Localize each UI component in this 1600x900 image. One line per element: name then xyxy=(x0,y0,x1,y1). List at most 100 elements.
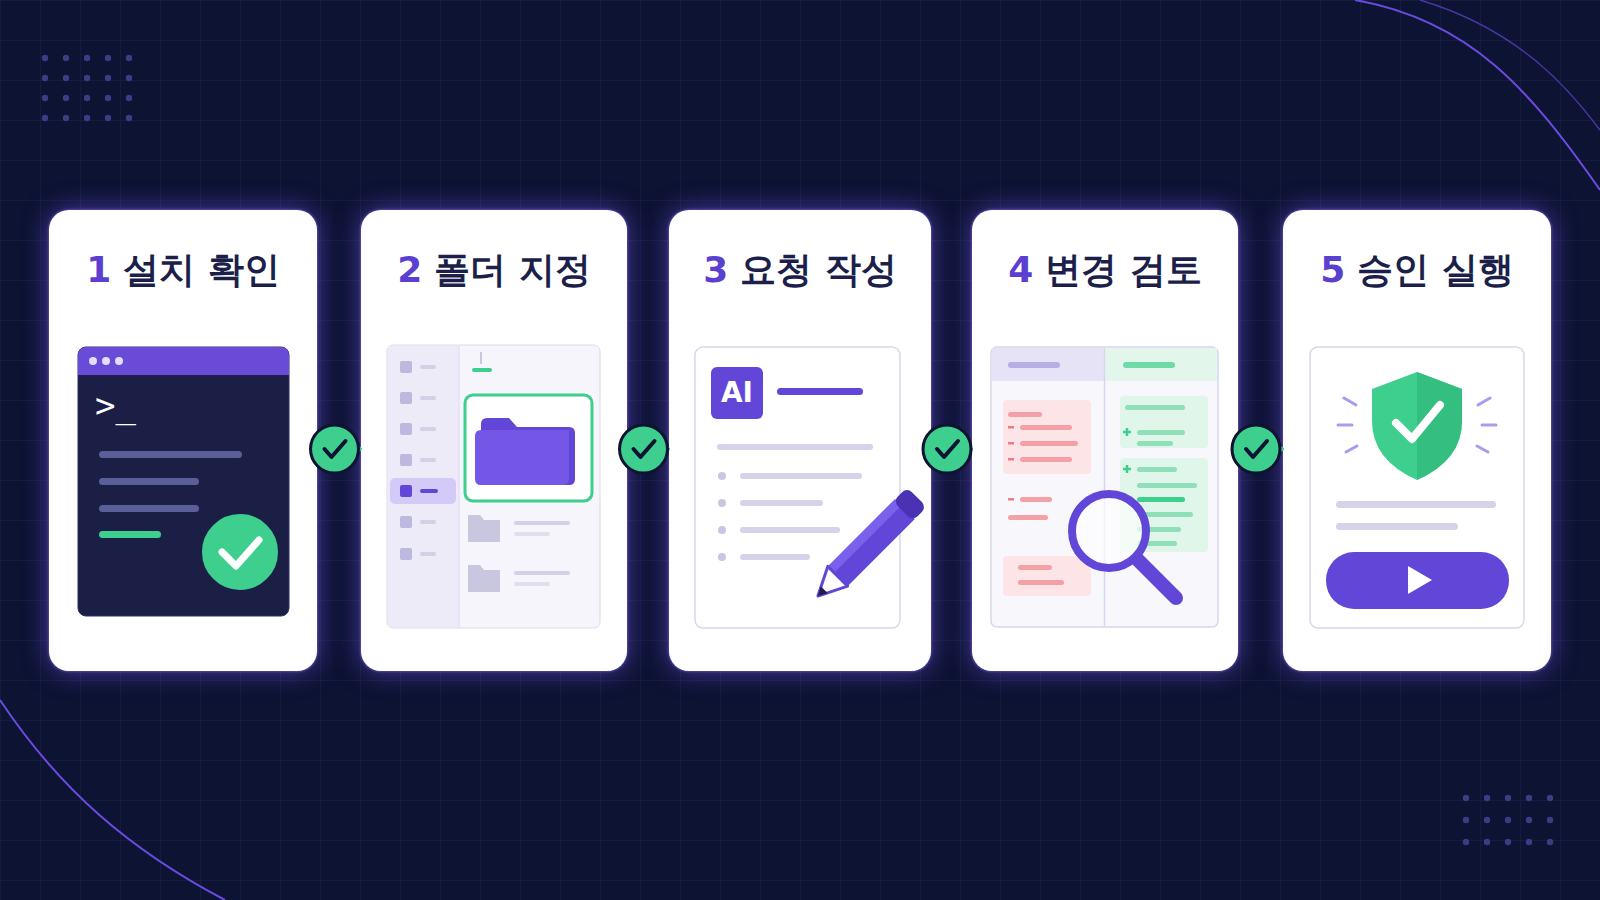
diff-view-part xyxy=(1104,348,1106,626)
file-browser xyxy=(387,345,600,628)
dot-cluster-part xyxy=(1463,817,1469,823)
sidebar-rows-part xyxy=(390,478,456,504)
request-document xyxy=(695,347,927,628)
pencil-icon-part xyxy=(814,586,827,599)
diff-view-part xyxy=(1123,362,1175,368)
diff-view-part xyxy=(1120,396,1208,448)
terminal-window-part xyxy=(115,357,123,365)
dot-cluster-part xyxy=(63,95,69,101)
flow-connector-group xyxy=(620,425,669,473)
dot-cluster-part xyxy=(42,75,48,81)
dot-cluster-part xyxy=(1484,795,1490,801)
file-browser-part xyxy=(514,532,550,536)
dot-cluster-part xyxy=(105,55,111,61)
approval-panel-part xyxy=(1338,398,1496,452)
dot-cluster-part xyxy=(1463,839,1469,845)
dot-cluster-part xyxy=(1505,839,1511,845)
approval-panel-part-part xyxy=(1478,398,1490,405)
diff-view-part xyxy=(1137,541,1177,546)
step-card: 1설치 확인 xyxy=(49,210,317,671)
pencil-icon-part xyxy=(828,499,902,573)
sidebar-rows-part xyxy=(400,392,412,404)
terminal-window-part xyxy=(99,505,199,512)
diff-view-part xyxy=(1137,527,1181,532)
sidebar-rows-part xyxy=(400,361,412,373)
dot-cluster-part xyxy=(63,115,69,121)
check-mark xyxy=(634,441,655,457)
approval-panel-part xyxy=(1408,566,1432,594)
step-number: 2 xyxy=(397,248,422,291)
step-card: 3요청 작성 xyxy=(669,210,931,671)
step-number: 5 xyxy=(1320,248,1345,291)
dot-cluster-part xyxy=(1463,795,1469,801)
check-mark xyxy=(325,441,346,457)
step-card: 2폴더 지정 xyxy=(361,210,627,671)
diff-view-part xyxy=(1008,426,1014,429)
request-document-part xyxy=(718,526,726,534)
approval-panel-part-part xyxy=(1338,424,1352,427)
dot-cluster-part xyxy=(84,75,90,81)
dot-cluster-part xyxy=(84,55,90,61)
step-heading: 2폴더 지정 xyxy=(361,248,627,291)
step-heading: 5 승인 실행 xyxy=(1283,248,1551,291)
magnifier-icon-part xyxy=(1072,494,1146,568)
file-browser-part xyxy=(480,352,482,364)
sidebar-rows-part xyxy=(420,489,438,493)
diff-view-part xyxy=(1137,512,1193,517)
sidebar-rows-part xyxy=(420,458,436,462)
file-browser-part xyxy=(468,515,500,542)
step-number: 3 xyxy=(703,248,728,291)
dot-cluster-part xyxy=(42,95,48,101)
step-heading: 4변경 검토 xyxy=(972,248,1238,291)
flow-connector-group xyxy=(311,425,361,473)
approval-panel-part xyxy=(1310,347,1524,628)
dot-cluster-part xyxy=(42,115,48,121)
dot-cluster-part xyxy=(1484,839,1490,845)
diff-view-part xyxy=(1020,425,1072,430)
request-document-part xyxy=(740,473,862,479)
diff-view-part xyxy=(1123,465,1131,473)
ai-badge-text: AI xyxy=(711,367,763,419)
diff-view-part xyxy=(1137,441,1173,446)
diff-view-part xyxy=(1008,498,1014,501)
dot-cluster-part xyxy=(1505,817,1511,823)
diff-view-part xyxy=(1137,497,1185,502)
file-browser-part xyxy=(465,395,592,501)
diff-view xyxy=(991,347,1218,627)
request-document-part xyxy=(777,388,863,395)
sidebar-rows-part xyxy=(420,552,436,556)
dot-cluster xyxy=(1463,795,1553,845)
approval-panel-part xyxy=(1336,523,1458,530)
diff-view-part xyxy=(992,348,1104,381)
step-title: 승인 실행 xyxy=(1357,248,1514,291)
dot-cluster-part xyxy=(105,115,111,121)
diff-view-part xyxy=(1125,405,1185,410)
sidebar-rows xyxy=(390,361,456,560)
magnifier-icon xyxy=(1072,494,1176,598)
dot-cluster-part xyxy=(1526,839,1532,845)
diff-view-part xyxy=(1018,580,1064,585)
flow-arrow xyxy=(317,447,360,451)
pencil-icon xyxy=(808,487,927,606)
request-document-part xyxy=(718,499,726,507)
file-browser-part xyxy=(459,346,460,627)
terminal-window-part xyxy=(78,347,289,616)
flow-connector-group xyxy=(923,425,971,473)
diff-view-part xyxy=(1008,412,1042,417)
approval-panel-part xyxy=(1396,405,1440,439)
diff-view-part xyxy=(1018,565,1052,570)
pencil-icon-part xyxy=(893,487,927,521)
sidebar-rows-part xyxy=(400,423,412,435)
request-document-part xyxy=(740,527,840,533)
flow-arrow xyxy=(931,447,971,451)
dot-cluster-part xyxy=(1526,795,1532,801)
approval-panel-part-part xyxy=(1344,398,1356,405)
sidebar-rows-part xyxy=(420,365,436,369)
dot-cluster-part xyxy=(42,55,48,61)
request-document-part xyxy=(717,444,873,450)
dot-cluster-part xyxy=(1526,817,1532,823)
diff-view-part xyxy=(1020,457,1072,462)
